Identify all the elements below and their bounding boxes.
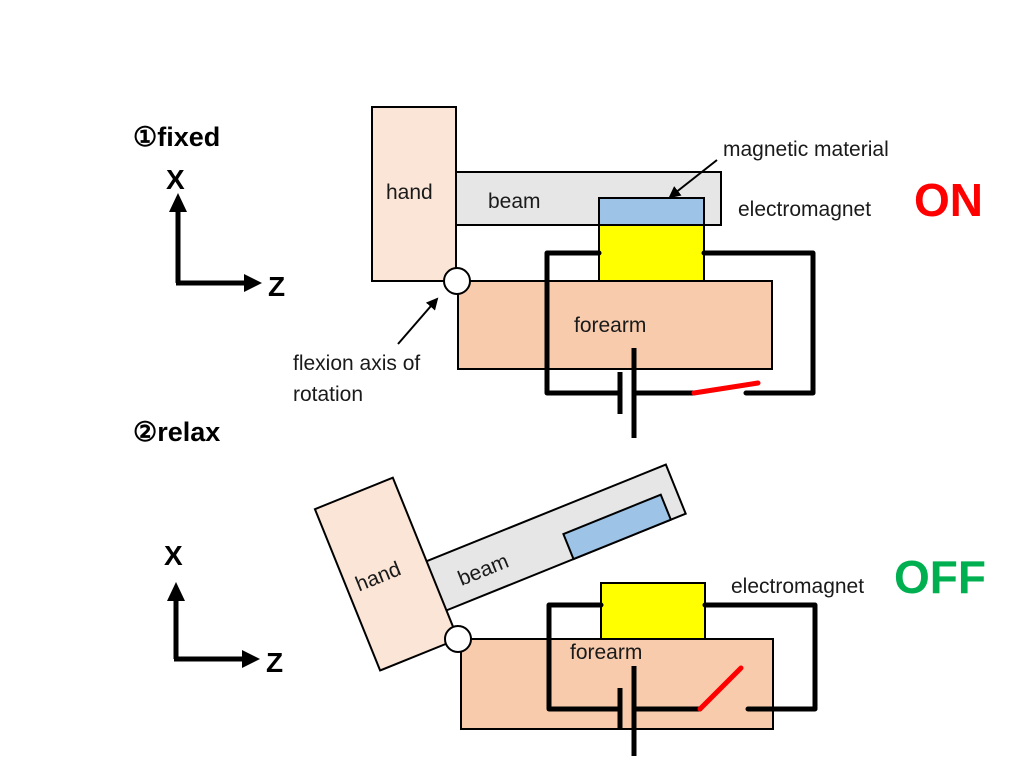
x-axis-label: X [164,540,183,571]
magnetic-material [562,493,673,561]
forearm-label: forearm [570,641,642,664]
magnetic-material [598,197,705,226]
z-axis-arrowhead [242,650,260,668]
x-axis-label: X [166,164,185,195]
wire-right [701,250,816,396]
circuit-relax [546,602,818,756]
beam-rotated: beam [418,463,688,615]
wire-left [544,250,623,396]
z-axis-label: Z [266,647,283,678]
state-off: OFF [894,551,986,603]
wire-right [702,602,818,712]
x-axis-arrowhead [167,582,185,601]
magnetic-material-label: magnetic material [723,138,889,161]
electromagnet [600,582,706,640]
switch-open [697,665,744,712]
pivot-joint [443,267,471,295]
panel-fixed: ①fixed X Z forearm beam hand [133,106,983,438]
magnetic-material-pointer [668,159,718,199]
forearm-label: forearm [574,314,646,337]
state-on: ON [914,174,983,226]
hand-rotated: hand [313,476,460,672]
switch-closed [691,380,761,396]
x-axis-arrowhead [169,193,187,212]
z-axis-arrowhead [244,274,262,292]
axes-fixed: X Z [166,164,285,302]
panel-relax: ②relax X Z forearm beam hand [133,417,986,756]
wire-left [546,602,623,712]
flexion-axis-label-line2: rotation [293,383,363,406]
hand [371,106,457,282]
hand-label: hand [386,181,433,204]
electromagnet-label: electromagnet [738,198,871,221]
electromagnet [598,224,705,282]
beam-label: beam [488,190,541,213]
hand [313,476,460,672]
pivot-joint [444,625,472,653]
forearm [457,280,773,370]
axes-relax: X Z [164,540,283,678]
forearm [460,638,774,730]
circuit-fixed [544,250,816,438]
flexion-axis-pointer [397,297,439,345]
electromagnet-label: electromagnet [731,575,864,598]
heading-fixed: ①fixed [133,122,220,152]
heading-relax: ②relax [133,417,220,447]
flexion-axis-label-line1: flexion axis of [293,352,420,375]
z-axis-label: Z [268,271,285,302]
